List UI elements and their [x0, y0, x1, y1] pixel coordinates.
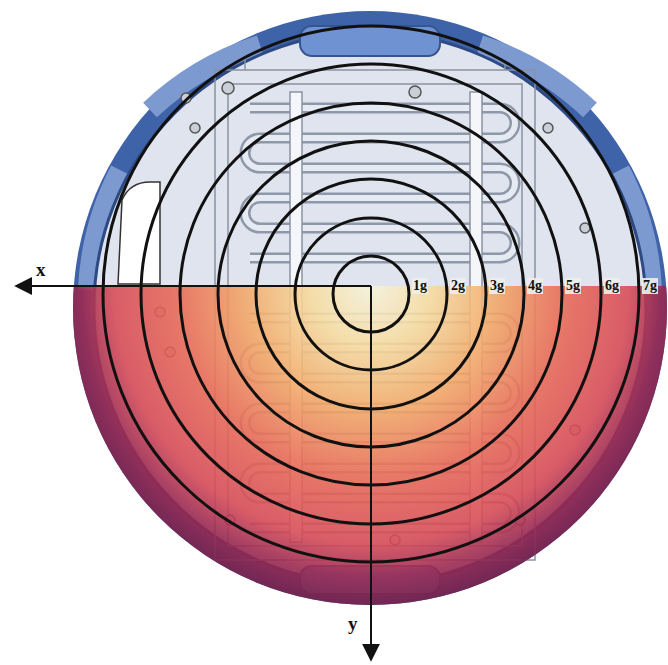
axis-label: y	[348, 614, 358, 635]
axes	[16, 286, 371, 660]
g-level-label: 5g	[565, 278, 581, 293]
axis-label: x	[36, 260, 46, 281]
g-level-label: 4g	[527, 278, 543, 293]
g-level-label: 1g	[412, 278, 428, 293]
g-level-label: 3g	[489, 278, 505, 293]
g-level-label: 2g	[450, 278, 466, 293]
cutout	[118, 182, 160, 284]
y-axis	[370, 286, 372, 660]
g-level-label: 7g	[642, 278, 658, 293]
g-level-label: 6g	[604, 278, 620, 293]
x-axis	[16, 285, 371, 287]
